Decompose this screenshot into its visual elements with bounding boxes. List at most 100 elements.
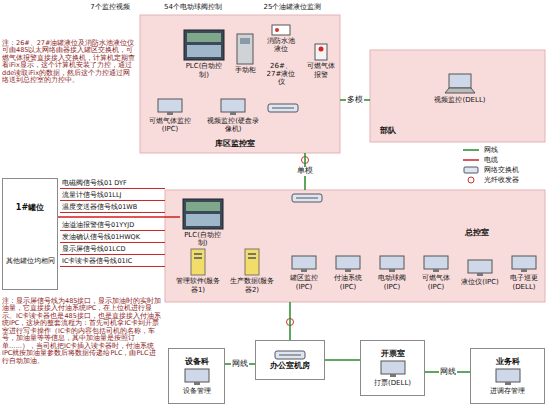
laptop-icon xyxy=(443,73,477,95)
ipc-station: 液位仪(IPC) xyxy=(459,250,501,296)
device-label: 电子巡更(DELL) xyxy=(505,274,543,290)
server: 生产数据(服务器2) xyxy=(227,244,277,298)
level-meter: 26#、27#液位仪 xyxy=(262,59,300,89)
plc-cabinet: PLC(自动控制) xyxy=(180,25,228,83)
video-recorder: 视频监控(硬盘录像机) xyxy=(202,95,264,136)
monitor-icon xyxy=(333,255,363,273)
room-band: 库区监控室 PLC(自动控制) 手动柜 消防水池液位26#、27#液位仪可燃气体报警可… xyxy=(140,15,340,153)
monitor-icon xyxy=(465,259,495,277)
signal-name: 流量计信号线01LLJ xyxy=(62,192,162,199)
server-room-box: 办公室机房 xyxy=(255,340,325,380)
band-fill xyxy=(140,15,340,153)
device-label: 视频监控(硬盘录像机) xyxy=(204,117,262,133)
device-label: 电动球阀(IPC) xyxy=(373,274,411,290)
band-fill xyxy=(165,190,545,302)
signal-name: 油溢油报警信号01YYJD xyxy=(62,222,162,229)
signal-name: IC卡读卡器信号线01IC xyxy=(62,258,162,265)
monitor-icon xyxy=(155,98,185,116)
device-label: 视频监控(DELL) xyxy=(434,96,485,104)
box-title: 1#罐位 xyxy=(16,203,44,212)
device-label: 手动柜 xyxy=(235,66,256,74)
signal-cable xyxy=(60,200,165,201)
signal-cable xyxy=(60,254,165,255)
legend-text: 电缆 xyxy=(484,156,498,164)
server-icon xyxy=(242,248,262,276)
device-label: PLC(自动控制) xyxy=(182,231,223,247)
monitor-icon xyxy=(289,255,319,273)
note-text: 注：显示屏信号线为485接口，显示加油时的实时加油量，它直接接入付油系统IPC，… xyxy=(2,298,162,365)
device-label: 管理软件(服务器1) xyxy=(175,277,221,293)
level-device: 消防水池液位 xyxy=(262,21,300,56)
device-label: 液位仪(IPC) xyxy=(461,278,499,286)
band-label: 总控室 xyxy=(465,228,489,237)
legend-sample xyxy=(462,166,480,174)
manual-cabinet: 手动柜 xyxy=(232,25,258,83)
office-box: 设备科设备管理 xyxy=(168,348,225,404)
dev-icon xyxy=(270,24,292,36)
ipc-station: 可燃气体监控(IPC) xyxy=(142,95,198,136)
cab-icon xyxy=(235,33,255,65)
office-box: 开票室打票(DELL) xyxy=(360,340,425,396)
monitor-icon xyxy=(378,360,408,378)
signal-name: 电磁阀信号线01 DYF xyxy=(62,180,162,187)
video-station: 视频监控(DELL) xyxy=(420,64,500,114)
legend-row: 网络交换机 xyxy=(462,166,519,174)
box-title: 开票室 xyxy=(381,349,405,358)
edge-label: 网线 xyxy=(439,368,457,377)
monitor-icon xyxy=(377,255,407,273)
device-label: 打票(DELL) xyxy=(374,379,411,387)
band-label: 库区监控室 xyxy=(215,139,255,148)
device-label: 其他罐位均相同 xyxy=(6,257,55,265)
legend-row: 电缆 xyxy=(462,156,498,164)
device-label: 可燃气体(IPC) xyxy=(417,274,455,290)
ipc-station: 可燃气体(IPC) xyxy=(415,250,457,296)
signal-cable xyxy=(60,212,165,213)
connector xyxy=(325,359,360,361)
server-icon xyxy=(188,248,208,276)
server: 管理软件(服务器1) xyxy=(173,244,223,298)
monitor-icon xyxy=(182,368,212,386)
legend-text: 网线 xyxy=(484,146,498,154)
gas-alarm: 可燃气体报警 xyxy=(304,39,338,83)
tank-box: 1#罐位其他罐位均相同 xyxy=(2,178,58,290)
box-title: 设备科 xyxy=(185,357,209,366)
count-label: 25个油罐液位监测 xyxy=(245,3,340,11)
legend-text: 网络交换机 xyxy=(484,166,519,174)
army-band: 部队 视频监控(DELL) xyxy=(370,50,545,142)
band-label: 部队 xyxy=(380,126,396,135)
sw-icon xyxy=(273,350,307,360)
connector xyxy=(289,302,291,340)
device-label: PLC(自动控制) xyxy=(182,62,226,78)
signal-cable xyxy=(60,266,165,267)
monitor-icon xyxy=(218,98,248,116)
box-title: 业务科 xyxy=(496,357,520,366)
device-label: 生产数据(服务器2) xyxy=(229,277,275,293)
control-band: 总控室PLC(自动控制)管理软件(服务器1)生产数据(服务器2)罐区监控(IPC… xyxy=(165,190,545,302)
network-switch xyxy=(268,104,298,112)
legend-sample xyxy=(462,146,480,154)
ipc-station: 电动球阀(IPC) xyxy=(371,250,413,296)
device-label: 可燃气体报警 xyxy=(306,62,336,78)
legend-sample xyxy=(462,176,480,184)
device-label: 进调存管理 xyxy=(490,387,525,395)
signal-cable xyxy=(60,230,165,231)
legend-sample xyxy=(462,156,480,164)
signal-name: 发油确认信号线01HWQK xyxy=(62,234,162,241)
legend-row: 光纤收发器 xyxy=(462,176,519,184)
alarm-icon xyxy=(313,43,329,61)
count-label: 7个监控视频 xyxy=(75,3,145,11)
office-box: 业务科进调存管理 xyxy=(470,348,545,404)
plc-icon xyxy=(182,29,226,61)
monitor-icon xyxy=(421,255,451,273)
monitor-icon xyxy=(493,368,523,386)
count-label: 54个电动球阀控制 xyxy=(148,3,238,11)
monitor-icon xyxy=(509,255,539,273)
legend-row: 网线 xyxy=(462,146,498,154)
connector xyxy=(58,216,180,218)
signal-name: 温度变送器信号线01WB xyxy=(62,204,162,211)
device-label: 可燃气体监控(IPC) xyxy=(144,117,196,133)
band-fill xyxy=(370,50,545,142)
note-text: 注：26#、27#油罐液位及消防水池液位仪可由485以太网络由器接入罐区交换机，… xyxy=(2,40,136,85)
ipc-station: 付油系统(IPC) xyxy=(327,250,369,296)
